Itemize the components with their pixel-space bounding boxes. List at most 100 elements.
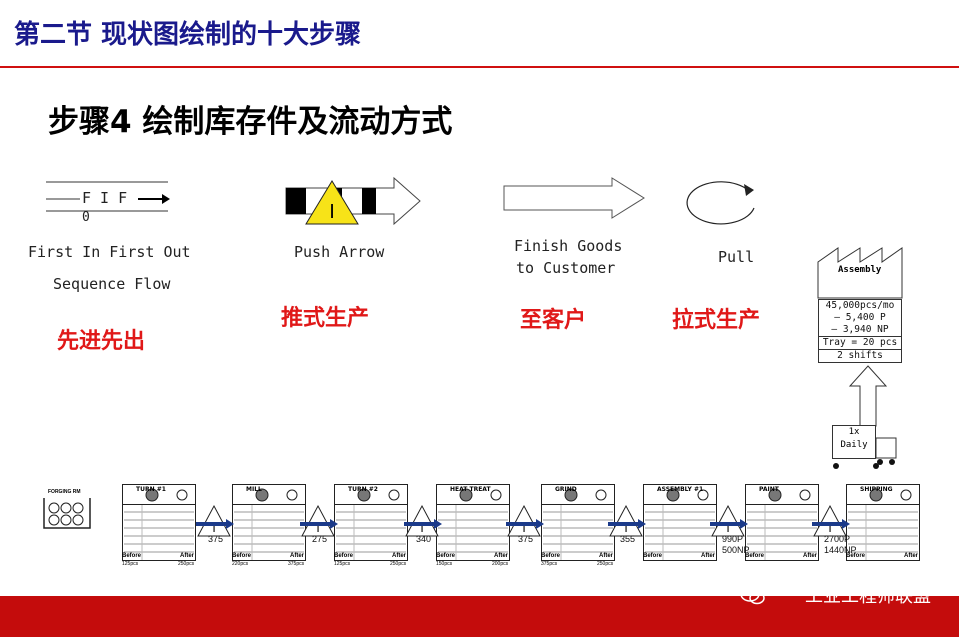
process-before-label: Before (541, 553, 561, 559)
finish-goods-label-line1: Finish Goods (514, 237, 623, 255)
process-before-label: Before (643, 553, 663, 559)
process-before-value: 220pcs (232, 561, 249, 567)
process-before-value: 150pcs (436, 561, 453, 567)
fifo-cn-label: 先进先出 (57, 329, 146, 354)
process-after-value: 200pcs (492, 561, 509, 567)
truck-wheels-left (830, 456, 882, 469)
step-title: 步骤4 绘制库存件及流动方式 (48, 104, 453, 140)
process-title: GRIND (555, 486, 577, 493)
inventory-triangle: I (300, 504, 336, 540)
inventory-triangle: I (404, 504, 440, 540)
process-title: ASSEMBLY #1 (657, 486, 704, 493)
inventory-triangle: I (506, 504, 542, 540)
process-title: SHIPPING (860, 486, 893, 493)
process-before-label: Before (334, 553, 354, 559)
shipment-up-arrow-icon (848, 365, 888, 427)
customer-tray: Tray = 20 pcs (819, 336, 901, 349)
finish-goods-symbol (502, 176, 650, 220)
process-before-label: Before (232, 553, 252, 559)
wechat-icon (740, 584, 766, 610)
process-before-label: Before (846, 553, 866, 559)
slide-header-title: 第二节 现状图绘制的十大步骤 (14, 20, 362, 50)
fifo-lines-icon (46, 181, 170, 212)
process-before-label: Before (436, 553, 456, 559)
supplier-label: FORGING RM (48, 489, 81, 495)
shipment-frequency-count: 1x (848, 427, 860, 437)
fifo-label-line1: First In First Out (28, 243, 191, 261)
process-after-label: After (904, 553, 919, 559)
push-arrow-icon: I (285, 176, 421, 226)
inventory-quantity: 375 (208, 534, 224, 544)
finish-goods-label-line2: to Customer (516, 259, 616, 277)
shipment-arrow (848, 364, 888, 428)
process-after-label: After (494, 553, 509, 559)
customer-demand-p: – 5,400 P (834, 312, 886, 323)
push-arrow-label: Push Arrow (294, 243, 385, 261)
process-after-label: After (701, 553, 716, 559)
customer-shifts: 2 shifts (819, 349, 901, 362)
header-divider (0, 66, 959, 68)
truck-icon (874, 436, 898, 466)
process-title: PAINT (759, 486, 779, 493)
customer-demand-np: – 3,940 NP (831, 324, 889, 335)
fifo-label-line2: Sequence Flow (53, 275, 171, 293)
process-before-label: Before (745, 553, 765, 559)
process-title: HEAT TREAT (450, 486, 491, 493)
inventory-quantity: 340 (416, 534, 432, 544)
inventory-triangle: I (812, 504, 848, 540)
footer-bar (0, 596, 959, 637)
pull-cn-label: 拉式生产 (672, 308, 761, 333)
push-arrow-small-icon (398, 514, 444, 533)
fifo-symbol-text-o: 0 (82, 210, 90, 225)
inventory-triangle: I (196, 504, 232, 540)
shipment-frequency-box: 1x Daily (832, 425, 876, 459)
customer-name: Assembly (838, 265, 882, 275)
finish-goods-cn-label: 至客户 (520, 308, 587, 333)
inventory-quantity: 1440NP (824, 545, 857, 555)
svg-text:I: I (522, 521, 525, 535)
process-box: SHIPPING Before After (846, 484, 920, 564)
process-after-label: After (599, 553, 614, 559)
push-arrow-small-icon (806, 514, 852, 533)
process-after-label: After (180, 553, 195, 559)
push-icon-letter: I (329, 201, 335, 223)
inventory-quantity: 2700P (824, 534, 851, 544)
process-box: TURN #1 Before After 125pcs 250pcs (122, 484, 196, 567)
process-title: TURN #2 (348, 486, 378, 493)
process-before-label: Before (122, 553, 142, 559)
process-box: GRIND Before After 375pcs 250pcs (541, 484, 615, 567)
process-before-value: 375pcs (541, 561, 558, 567)
pull-symbol (684, 178, 774, 230)
process-title: TURN #1 (136, 486, 166, 493)
inventory-quantity: 375 (518, 534, 534, 544)
process-box: PAINT Before After (745, 484, 819, 564)
inventory-quantity: 275 (312, 534, 328, 544)
process-after-value: 250pcs (597, 561, 614, 567)
process-title: MILL (246, 486, 262, 493)
inventory-quantity: 355 (620, 534, 636, 544)
fifo-symbol-text: F I F (82, 189, 128, 207)
inventory-quantity: 500NP (722, 545, 750, 555)
push-cn-label: 推式生产 (281, 306, 370, 331)
process-before-value: 125pcs (122, 561, 139, 567)
pull-label: Pull (718, 248, 755, 266)
supplier-bin-icon (42, 496, 92, 530)
inventory-triangle: I (710, 504, 746, 540)
process-box: ASSEMBLY #1 Before After (643, 484, 717, 564)
svg-text:I: I (726, 521, 729, 535)
push-arrow-small-icon (602, 514, 648, 533)
inventory-quantity: 990P (722, 534, 744, 544)
push-arrow-small-icon (294, 514, 340, 533)
customer-demand: 45,000pcs/mo (825, 300, 895, 311)
process-after-label: After (803, 553, 818, 559)
push-arrow-symbol: I (284, 176, 424, 226)
process-after-value: 250pcs (390, 561, 407, 567)
svg-text:I: I (420, 521, 423, 535)
process-after-value: 250pcs (178, 561, 195, 567)
process-box: HEAT TREAT Before After 150pcs 200pcs (436, 484, 510, 567)
inventory-triangle: I (608, 504, 644, 540)
watermark-text: 工业工程师联盟 (805, 586, 931, 607)
svg-text:I: I (828, 521, 831, 535)
svg-text:I: I (212, 521, 215, 535)
